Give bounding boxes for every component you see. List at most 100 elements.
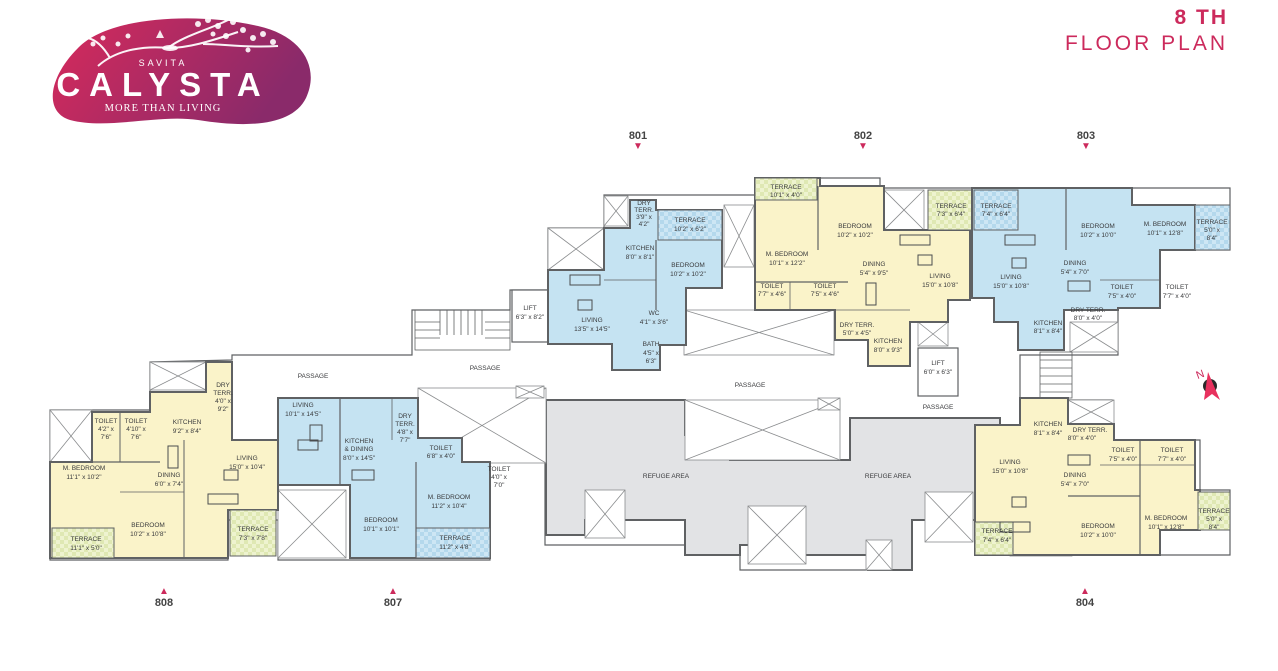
room-label: 8'4" bbox=[1209, 524, 1220, 531]
room-label: TERRACE bbox=[935, 203, 967, 210]
room-label: BATH bbox=[643, 341, 660, 348]
room-label: 4'5" x bbox=[643, 350, 660, 357]
room-label: 11'2" x 4'8" bbox=[439, 544, 471, 551]
room-label: 10'2" x 10'2" bbox=[837, 232, 873, 239]
room-label: TERR. bbox=[634, 207, 654, 214]
room-label: 11'1" x 10'2" bbox=[66, 474, 102, 481]
room-label: 5'0" x 4'5" bbox=[843, 330, 872, 337]
room-label: KITCHEN bbox=[626, 245, 655, 252]
room-label: DRY TERR. bbox=[1073, 427, 1108, 434]
room-label: TERRACE bbox=[770, 184, 802, 191]
room-label: 8'0" x 4'0" bbox=[1074, 315, 1103, 322]
room-label: TERRACE bbox=[980, 203, 1012, 210]
arrow-down-icon: ▼ bbox=[1081, 141, 1091, 152]
room-label: LIVING bbox=[1000, 274, 1021, 281]
room-label: TERRACE bbox=[1198, 508, 1230, 515]
logo-blob-shape bbox=[52, 17, 311, 125]
floor-plan-label: FLOOR PLAN bbox=[1064, 32, 1228, 55]
room-label: M. BEDROOM bbox=[1145, 515, 1188, 522]
room-label: LIFT bbox=[523, 305, 536, 312]
unit-802[interactable] bbox=[754, 177, 973, 367]
room-label: TERRACE bbox=[439, 535, 471, 542]
room-label: TERR. bbox=[395, 421, 415, 428]
room-label: 7'3" x 7'8" bbox=[239, 535, 268, 542]
room-label: TOILET bbox=[95, 418, 118, 425]
room-label: 8'0" x 8'1" bbox=[626, 254, 655, 261]
room-label: TERRACE bbox=[1196, 219, 1228, 226]
unit-801[interactable] bbox=[547, 199, 723, 371]
logo-top-text: SAVITA bbox=[138, 58, 188, 68]
room-label: KITCHEN bbox=[1034, 421, 1063, 428]
room-label: 10'1" x 12'8" bbox=[1148, 524, 1184, 531]
floor-number: 8 TH bbox=[1174, 6, 1228, 29]
room-label: TOILET bbox=[1111, 284, 1134, 291]
room-label: 10'1" x 12'2" bbox=[769, 260, 805, 267]
room-label: 15'0" x 10'8" bbox=[992, 468, 1028, 475]
arrow-up-icon: ▲ bbox=[159, 586, 169, 597]
arrow-down-icon: ▼ bbox=[858, 141, 868, 152]
room-label: 9'2" x 8'4" bbox=[173, 428, 202, 435]
unit-808[interactable] bbox=[49, 361, 279, 559]
room-label: 7'3" x 6'4" bbox=[937, 211, 966, 218]
room-label: 7'5" x 4'6" bbox=[811, 291, 840, 298]
unit-marker-808[interactable]: ▲ 808 bbox=[144, 586, 184, 610]
room-label: KITCHEN bbox=[345, 438, 374, 445]
room-label: BEDROOM bbox=[1081, 223, 1115, 230]
room-label: LIVING bbox=[581, 317, 602, 324]
page-title: 8 TH FLOOR PLAN bbox=[1065, 6, 1228, 56]
room-label: 7'4" x 6'4" bbox=[983, 537, 1012, 544]
room-label: M. BEDROOM bbox=[63, 465, 106, 472]
room-label: BEDROOM bbox=[1081, 523, 1115, 530]
north-arrow-icon: N bbox=[1195, 368, 1220, 400]
room-label: DINING bbox=[1064, 260, 1087, 267]
room-label: LIVING bbox=[999, 459, 1020, 466]
room-label: & DINING bbox=[345, 446, 374, 453]
unit-804[interactable] bbox=[974, 397, 1231, 556]
unit-803[interactable] bbox=[971, 187, 1231, 351]
room-label: DINING bbox=[863, 261, 886, 268]
arrow-up-icon: ▲ bbox=[1080, 586, 1090, 597]
arrow-up-icon: ▲ bbox=[388, 586, 398, 597]
room-label: 7'4" x 6'4" bbox=[982, 211, 1011, 218]
passage-label: PASSAGE bbox=[470, 365, 501, 372]
lift-2 bbox=[917, 347, 959, 397]
room-label: 3'9" x bbox=[636, 214, 653, 221]
room-label: KITCHEN bbox=[874, 338, 903, 345]
room-label: 15'0" x 10'8" bbox=[993, 283, 1029, 290]
room-label: 7'5" x 4'0" bbox=[1109, 456, 1138, 463]
room-label: TERRACE bbox=[237, 526, 269, 533]
unit-marker-804[interactable]: ▲ 804 bbox=[1065, 586, 1105, 610]
room-label: 8'0" x 9'3" bbox=[874, 347, 903, 354]
brand-logo: SAVITA CALYSTA MORE THAN LIVING bbox=[48, 8, 316, 128]
arrow-down-icon: ▼ bbox=[633, 141, 643, 152]
unit-marker-803[interactable]: 803 ▼ bbox=[1066, 130, 1106, 152]
refuge-area-label: REFUGE AREA bbox=[643, 473, 690, 480]
unit-marker-801[interactable]: 801 ▼ bbox=[618, 130, 658, 152]
logo-tagline: MORE THAN LIVING bbox=[104, 103, 222, 114]
room-label: 4'8" x bbox=[397, 429, 414, 436]
room-label: 10'1" x 14'5" bbox=[285, 411, 321, 418]
room-label: 4'1" x 3'6" bbox=[640, 319, 669, 326]
unit-807[interactable] bbox=[277, 397, 491, 559]
unit-marker-802[interactable]: 802 ▼ bbox=[843, 130, 883, 152]
room-label: BEDROOM bbox=[671, 262, 705, 269]
room-label: TERRACE bbox=[981, 528, 1013, 535]
room-label: 4'2" bbox=[639, 221, 650, 228]
unit-marker-807[interactable]: ▲ 807 bbox=[373, 586, 413, 610]
room-label: 6'0" x 7'4" bbox=[155, 481, 184, 488]
room-label: M. BEDROOM bbox=[428, 494, 471, 501]
room-label: 10'2" x 6'2" bbox=[674, 226, 707, 233]
room-label: 5'4" x 7'0" bbox=[1061, 269, 1090, 276]
room-label: 5'4" x 9'5" bbox=[860, 270, 889, 277]
room-label: 10'2" x 10'0" bbox=[1080, 232, 1116, 239]
room-label: WC bbox=[649, 310, 660, 317]
room-label: DRY bbox=[216, 382, 230, 389]
room-label: 8'4" bbox=[1207, 235, 1218, 242]
room-label: 11'1" x 5'0" bbox=[70, 545, 102, 552]
room-label: 7'7" x 4'0" bbox=[1158, 456, 1187, 463]
room-label: 10'2" x 10'8" bbox=[130, 531, 166, 538]
room-label: 4'2" x bbox=[98, 426, 115, 433]
lift-1 bbox=[511, 289, 549, 343]
room-label: DINING bbox=[158, 472, 181, 479]
room-label: 8'1" x 8'4" bbox=[1034, 430, 1063, 437]
